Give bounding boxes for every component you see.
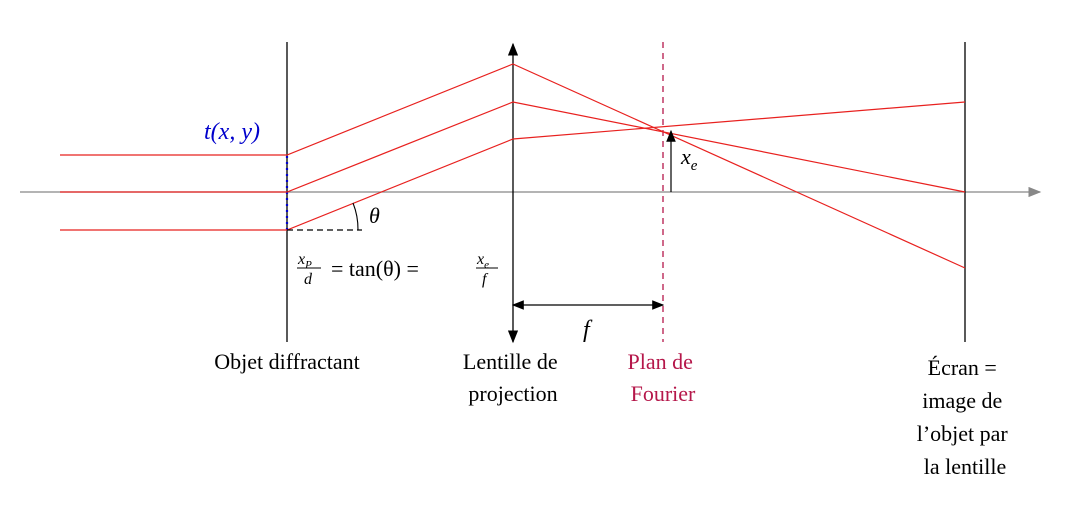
object-caption: Objet diffractant [214, 349, 360, 374]
focal-length-label: f [583, 317, 593, 343]
theta-arc [352, 202, 359, 231]
ray-top [60, 63, 966, 269]
ray-bottom [60, 101, 966, 231]
lens-caption: Lentille de projection [463, 349, 563, 406]
svg-text:xe: xe [476, 251, 489, 271]
svg-text:= tan(θ) =: = tan(θ) = [331, 256, 419, 281]
theta-label: θ [369, 203, 380, 228]
ray-middle [60, 101, 966, 193]
angle-formula: xP d = tan(θ) = xe f [297, 251, 498, 288]
svg-text:xP: xP [297, 251, 312, 271]
svg-text:f: f [482, 271, 489, 288]
light-rays [60, 63, 966, 269]
fourier-caption: Plan de Fourier [628, 349, 699, 406]
xe-label: xe [680, 144, 698, 174]
transmission-label: t(x, y) [204, 119, 260, 145]
screen-caption: Écran = image de l’objet par la lentille [917, 355, 1014, 479]
svg-text:d: d [304, 271, 313, 288]
